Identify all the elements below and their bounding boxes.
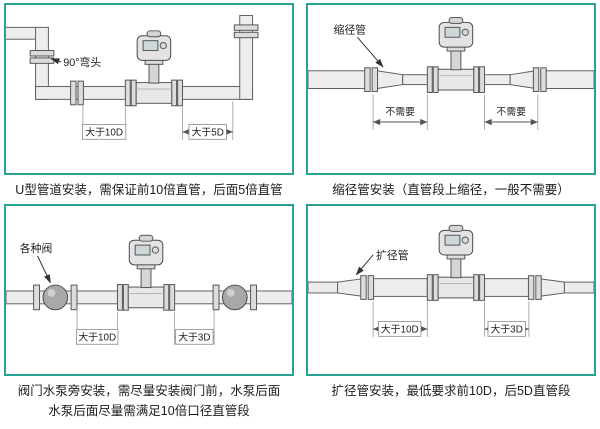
diagram-valve: 各种阀 大于10D 大于3D	[6, 235, 292, 346]
leader-arrow	[37, 256, 51, 284]
panel-caption: 扩径管安装，最低要求前10D，后5D直管段	[306, 376, 596, 405]
flowmeter-icon	[426, 225, 486, 302]
callout-label: 扩径管	[376, 248, 409, 262]
panel-caption-line: U型管道安装，需保证前10倍直管，后面5倍直管	[15, 183, 283, 197]
pipe-run	[308, 278, 594, 298]
flange-pair-icon	[527, 275, 542, 301]
panel-expander: 扩径管 大于10D 大于3D	[306, 204, 596, 377]
panel-reducer: 缩径管 不需要 不需要	[306, 3, 596, 175]
dimension-upstream: 大于10D	[76, 309, 119, 346]
flange-pair-icon	[360, 275, 375, 301]
pipe-run	[308, 70, 594, 90]
cell-u-type: 90°弯头 大于10D 大于5D	[4, 3, 294, 204]
cell-reducer: 缩径管 不需要 不需要	[306, 3, 596, 204]
dimension-downstream: 大于5D	[182, 101, 234, 140]
cell-expander: 扩径管 大于10D 大于3D	[306, 204, 596, 425]
flange-pair-icon	[364, 67, 379, 92]
dimension-upstream: 不需要	[372, 94, 428, 130]
flowmeter-icon	[426, 17, 486, 93]
panel-caption-line: 扩径管安装，最低要求前10D，后5D直管段	[331, 384, 571, 399]
callout-valve: 各种阀	[20, 241, 52, 284]
flowmeter-icon	[116, 235, 176, 312]
diagram-expander: 扩径管 大于10D 大于3D	[308, 225, 594, 338]
panel-u-type: 90°弯头 大于10D 大于5D	[4, 3, 294, 175]
callout-label: 各种阀	[20, 241, 52, 255]
flange-pair-icon	[532, 67, 547, 92]
panel-caption-line: 缩径管安装（直管段上缩径，一般不需要）	[332, 183, 570, 197]
leader-arrow	[50, 58, 62, 65]
dimension-upstream: 大于10D	[82, 101, 127, 140]
leader-arrow	[355, 255, 374, 276]
dimension-downstream: 大于3D	[174, 309, 215, 346]
bottom-row: 各种阀 大于10D 大于3D	[4, 204, 596, 425]
callout-reducer: 缩径管	[334, 22, 384, 68]
diagram-reducer: 缩径管 不需要 不需要	[308, 17, 594, 130]
diagram-u-type: 90°弯头 大于10D 大于5D	[6, 15, 259, 140]
panel-caption: 阀门水泵旁安装，需尽量安装阀门前，水泵后面 水泵后面尽量需满足10倍口径直管段	[4, 376, 294, 425]
callout-expander: 扩径管	[355, 248, 409, 276]
dimension-label: 大于3D	[178, 331, 210, 344]
panel-caption-line: 水泵后面尽量需满足10倍口径直管段	[48, 403, 250, 418]
dimension-upstream: 大于10D	[372, 301, 428, 338]
callout-elbow: 90°弯头	[50, 55, 101, 69]
dimension-label: 大于10D	[381, 323, 419, 336]
dimension-label: 大于5D	[192, 125, 224, 138]
panel-caption-line: 阀门水泵旁安装，需尽量安装阀门前，水泵后面	[17, 384, 281, 399]
dimension-label: 大于3D	[491, 323, 523, 336]
panel-caption: 缩径管安装（直管段上缩径，一般不需要）	[306, 175, 596, 204]
top-row: 90°弯头 大于10D 大于5D	[4, 3, 596, 204]
cell-valve: 各种阀 大于10D 大于3D	[4, 204, 294, 425]
dimension-label: 大于10D	[85, 125, 123, 138]
flowmeter-icon	[124, 30, 184, 107]
callout-label: 90°弯头	[63, 55, 101, 69]
panel-caption: U型管道安装，需保证前10倍直管，后面5倍直管	[4, 175, 294, 204]
panel-valve: 各种阀 大于10D 大于3D	[4, 204, 294, 377]
dimension-label: 不需要	[385, 106, 415, 118]
dimension-downstream: 不需要	[484, 94, 539, 130]
dimension-label: 不需要	[496, 106, 526, 118]
dimension-label: 大于10D	[78, 331, 116, 344]
dimension-downstream: 大于3D	[484, 301, 530, 338]
callout-label: 缩径管	[334, 22, 367, 36]
leader-arrow	[356, 36, 384, 68]
